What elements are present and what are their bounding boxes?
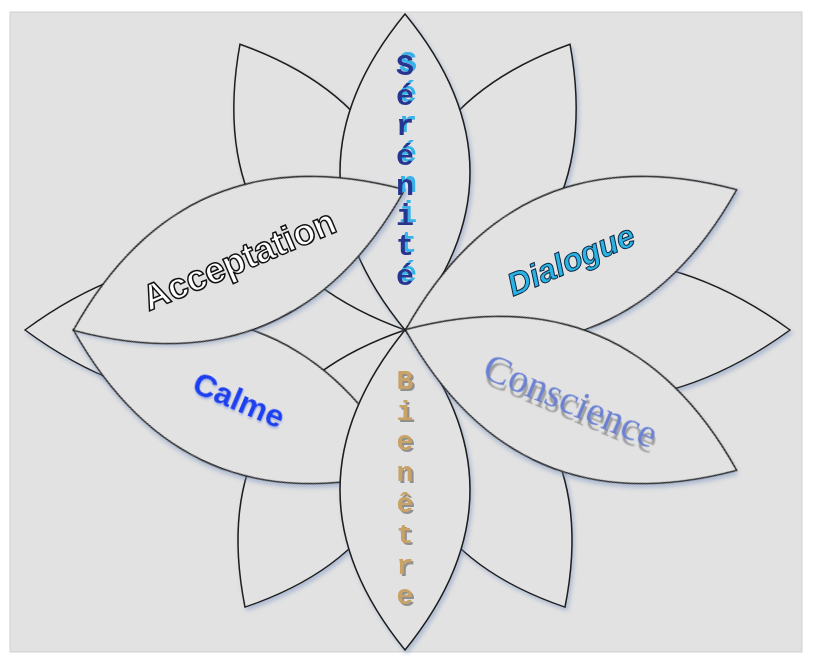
ground-panel xyxy=(10,12,802,652)
back-petals xyxy=(25,9,790,642)
petal-shape xyxy=(46,125,432,395)
petal-shape xyxy=(378,266,764,536)
petal-word: Sérénité xyxy=(390,52,420,292)
petal-word: Bien être xyxy=(391,367,419,613)
